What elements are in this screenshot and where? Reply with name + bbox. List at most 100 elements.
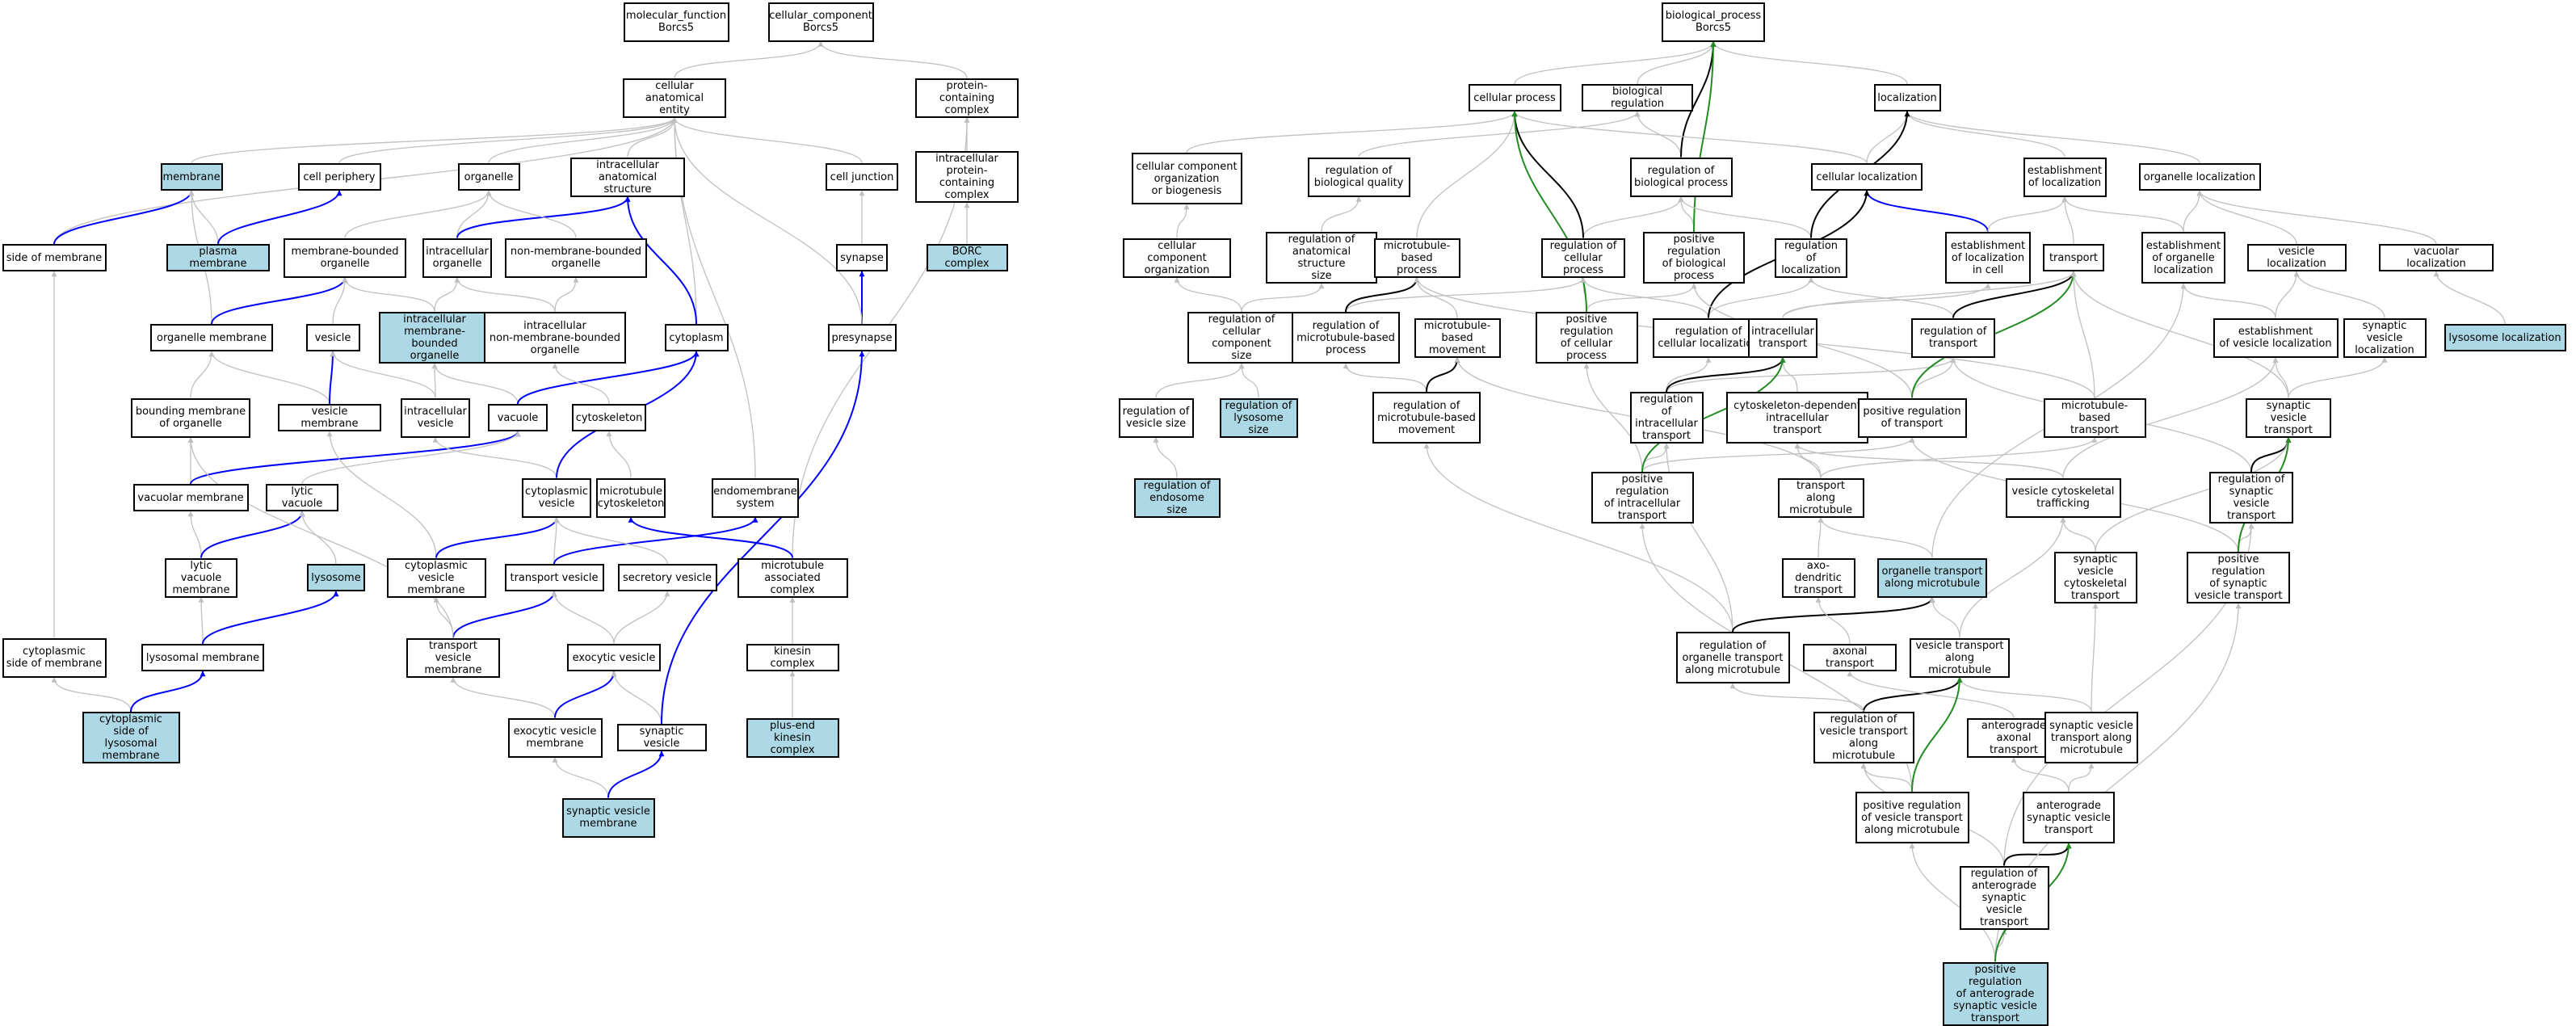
node-lysoloc[interactable]: lysosome localization <box>2444 324 2566 351</box>
node-svl[interactable]: synaptic vesicle localization <box>2343 317 2427 358</box>
node-plasmamem[interactable]: plasma membrane <box>166 244 270 271</box>
node-lysomem[interactable]: lysosomal membrane <box>141 644 264 671</box>
node-csolm[interactable]: cytoplasmic side of lysosomal membrane <box>82 712 180 763</box>
node-rit[interactable]: regulation of intracellular transport <box>1629 392 1704 444</box>
node-rmbm[interactable]: regulation of microtubule-based movement <box>1372 392 1481 444</box>
node-orgmem[interactable]: organelle membrane <box>150 324 273 351</box>
node-elc[interactable]: establishment of localization in cell <box>1945 232 2031 284</box>
node-rloc[interactable]: regulation of localization <box>1775 238 1847 278</box>
node-ccob[interactable]: cellular component organization or bioge… <box>1131 153 1242 204</box>
node-eol[interactable]: establishment of organelle localization <box>2141 232 2225 284</box>
node-presynapse[interactable]: presynapse <box>827 324 897 351</box>
node-ias[interactable]: intracellular anatomical structure <box>570 157 685 197</box>
node-secves[interactable]: secretory vesicle <box>617 564 717 591</box>
node-prit[interactable]: positive regulation of intracellular tra… <box>1591 472 1694 524</box>
node-bioreg[interactable]: biological regulation <box>1582 84 1693 111</box>
node-tvm[interactable]: transport vesicle membrane <box>406 637 500 678</box>
node-estloc[interactable]: establishment of localization <box>2023 157 2107 197</box>
node-vacuole[interactable]: vacuole <box>488 404 548 431</box>
node-transport[interactable]: transport <box>2043 244 2104 271</box>
node-prcp[interactable]: positive regulation of cellular process <box>1535 312 1638 364</box>
node-svct[interactable]: synaptic vesicle cytoskeletal transport <box>2053 552 2137 603</box>
node-rls[interactable]: regulation of lysosome size <box>1219 397 1298 438</box>
node-pcc[interactable]: protein-containing complex <box>915 78 1019 118</box>
node-synves[interactable]: synaptic vesicle <box>616 724 707 751</box>
node-rbq[interactable]: regulation of biological quality <box>1307 157 1410 197</box>
node-otam[interactable]: organelle transport along microtubule <box>1877 557 1987 598</box>
node-bmo[interactable]: bounding membrane of organelle <box>131 397 250 438</box>
node-vesloc[interactable]: vesicle localization <box>2246 244 2347 271</box>
node-bp[interactable]: biological_process Borcs5 <box>1662 2 1765 42</box>
node-cellproc[interactable]: cellular process <box>1468 84 1561 111</box>
node-rsvt[interactable]: regulation of synaptic vesicle transport <box>2209 472 2293 524</box>
node-rotam[interactable]: regulation of organelle transport along … <box>1675 632 1790 683</box>
node-res[interactable]: regulation of endosome size <box>1133 477 1221 518</box>
node-axt[interactable]: axonal transport <box>1803 644 1897 671</box>
node-organelle[interactable]: organelle <box>457 163 520 191</box>
node-mbm[interactable]: microtubule-based movement <box>1414 317 1501 358</box>
node-mbt[interactable]: microtubule-based transport <box>2043 397 2146 438</box>
node-rvtam[interactable]: regulation of vesicle transport along mi… <box>1813 712 1914 763</box>
node-inmbo[interactable]: intracellular non-membrane-bounded organ… <box>484 312 626 364</box>
node-cytoves[interactable]: cytoplasmic vesicle <box>522 477 591 518</box>
node-pekc[interactable]: plus-end kinesin complex <box>746 717 839 758</box>
node-mac[interactable]: microtubule associated complex <box>737 557 848 598</box>
node-nmbo[interactable]: non-membrane-bounded organelle <box>505 238 647 278</box>
node-asvt[interactable]: anterograde synaptic vesicle transport <box>2023 792 2115 843</box>
node-ipcc[interactable]: intracellular protein-containing complex <box>915 151 1019 203</box>
node-rasvt[interactable]: regulation of anterograde synaptic vesic… <box>1959 865 2049 930</box>
node-prasvt[interactable]: positive regulation of anterograde synap… <box>1942 961 2049 1026</box>
node-evl[interactable]: establishment of vesicle localization <box>2213 317 2339 358</box>
node-imbo[interactable]: intracellular membrane-bounded organelle <box>379 312 490 364</box>
node-intraves[interactable]: intracellular vesicle <box>401 397 470 438</box>
node-exoves[interactable]: exocytic vesicle <box>567 644 661 671</box>
node-cvm[interactable]: cytoplasmic vesicle membrane <box>386 557 486 598</box>
node-rcp[interactable]: regulation of cellular process <box>1541 238 1625 278</box>
node-rbp[interactable]: regulation of biological process <box>1629 157 1733 197</box>
node-rt[interactable]: regulation of transport <box>1911 317 1995 358</box>
node-adt[interactable]: axo-dendritic transport <box>1781 557 1855 598</box>
node-kinesin[interactable]: kinesin complex <box>746 644 839 671</box>
node-celljunc[interactable]: cell junction <box>826 163 898 191</box>
node-sidemem[interactable]: side of membrane <box>2 244 107 271</box>
node-rvs[interactable]: regulation of vesicle size <box>1118 397 1194 438</box>
node-intraorg[interactable]: intracellular organelle <box>422 238 492 278</box>
node-vesicle[interactable]: vesicle <box>305 324 360 351</box>
node-vct[interactable]: vesicle cytoskeletal trafficking <box>2005 477 2121 518</box>
node-prsvt[interactable]: positive regulation of synaptic vesicle … <box>2187 552 2290 603</box>
node-svtam[interactable]: synaptic vesicle transport along microtu… <box>2044 712 2138 763</box>
node-cdit[interactable]: cytoskeleton-dependent intracellular tra… <box>1726 392 1868 444</box>
node-orgloc[interactable]: organelle localization <box>2138 163 2261 191</box>
node-vtam[interactable]: vesicle transport along microtubule <box>1910 637 2010 678</box>
node-cae[interactable]: cellular anatomical entity <box>623 78 726 118</box>
node-vacmem[interactable]: vacuolar membrane <box>132 484 249 511</box>
node-it[interactable]: intracellular transport <box>1748 317 1817 358</box>
node-mbo[interactable]: membrane-bounded organelle <box>284 238 406 278</box>
node-transves[interactable]: transport vesicle <box>504 564 604 591</box>
node-cytoskel[interactable]: cytoskeleton <box>572 404 646 431</box>
node-mtcyto[interactable]: microtubule cytoskeleton <box>596 477 666 518</box>
node-cco[interactable]: cellular component organization <box>1123 238 1231 278</box>
node-cytoplasm[interactable]: cytoplasm <box>664 324 729 351</box>
node-csm[interactable]: cytoplasmic side of membrane <box>2 637 107 678</box>
node-prt[interactable]: positive regulation of transport <box>1857 397 1967 438</box>
node-rccs[interactable]: regulation of cellular component size <box>1187 312 1296 364</box>
node-lvm[interactable]: lytic vacuole membrane <box>165 557 237 598</box>
node-mbp[interactable]: microtubule-based process <box>1373 238 1460 278</box>
node-rmbp[interactable]: regulation of microtubule-based process <box>1292 312 1400 364</box>
node-borc[interactable]: BORC complex <box>926 244 1008 271</box>
node-lysosome[interactable]: lysosome <box>307 564 365 591</box>
node-cc[interactable]: cellular_component Borcs5 <box>767 2 874 42</box>
node-vacloc[interactable]: vacuolar localization <box>2379 244 2494 271</box>
node-endosys[interactable]: endomembrane system <box>712 477 799 518</box>
node-svt[interactable]: synaptic vesicle transport <box>2246 397 2331 438</box>
node-synapse[interactable]: synapse <box>836 244 888 271</box>
node-rass[interactable]: regulation of anatomical structure size <box>1266 232 1377 284</box>
node-vesmem[interactable]: vesicle membrane <box>278 404 381 431</box>
node-cellper[interactable]: cell periphery <box>297 163 381 191</box>
node-evm[interactable]: exocytic vesicle membrane <box>507 717 603 758</box>
node-mf[interactable]: molecular_function Borcs5 <box>623 2 729 42</box>
node-lyticvac[interactable]: lytic vacuole <box>266 484 338 511</box>
node-cellloc[interactable]: cellular localization <box>1811 163 1923 191</box>
node-rcl[interactable]: regulation of cellular localization <box>1653 317 1764 358</box>
